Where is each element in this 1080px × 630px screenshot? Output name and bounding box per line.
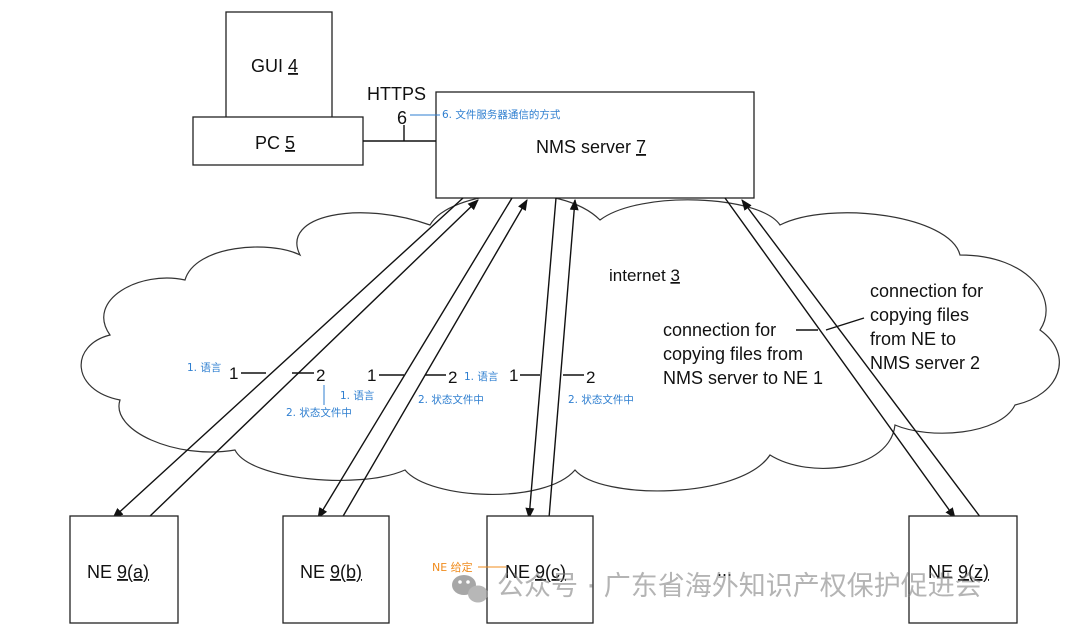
svg-text:copying files: copying files [870, 305, 969, 325]
note-status-c: 2. 状态文件中 [568, 393, 634, 406]
mark-2-c: 2 [586, 368, 595, 387]
note-lang-a: 1. 语言 [187, 361, 221, 374]
ne-ellipsis: ... [717, 560, 732, 580]
svg-text:connection for: connection for [663, 320, 776, 340]
connection-to-nms-leader [825, 317, 865, 331]
wechat-icon [452, 575, 488, 603]
internet-label: internet 3 [609, 266, 680, 285]
arrow-nms-to-ne-b [317, 197, 513, 519]
svg-text:NMS server to NE 1: NMS server to NE 1 [663, 368, 823, 388]
https-label: HTTPS [367, 84, 426, 104]
note-status-a: 2. 状态文件中 [286, 406, 352, 419]
arrow-ne-b-to-nms [341, 199, 528, 519]
ne-box-z [908, 515, 1018, 624]
svg-text:from NE to: from NE to [870, 329, 956, 349]
mark-1-a: 1 [229, 364, 238, 383]
arrow-ne-c-to-nms [548, 198, 579, 519]
svg-text:NMS server 2: NMS server 2 [870, 353, 980, 373]
gui-box [225, 11, 333, 119]
wechat-watermark: 公众号 · 广东省海外知识产权保护促进会 [452, 571, 982, 603]
arrow-nms-to-ne-z [724, 197, 956, 519]
arrow-ne-z-to-nms [741, 199, 982, 519]
pc-label: PC 5 [255, 133, 295, 153]
nms-server-label: NMS server 7 [536, 137, 646, 157]
https-number: 6 [397, 108, 407, 128]
mark-2-a: 2 [316, 366, 325, 385]
ne-box-c [486, 515, 594, 624]
connection-to-ne-label: connection for copying files from NMS se… [663, 320, 823, 388]
arrow-nms-to-ne-c [525, 197, 557, 520]
ne-label-c: NE 9(c) [505, 562, 566, 582]
ne-label-a: NE 9(a) [87, 562, 149, 582]
svg-text:connection for: connection for [870, 281, 983, 301]
note-lang-c: 1. 语言 [464, 370, 498, 383]
mark-2-b: 2 [448, 368, 457, 387]
note-lang-b: 1. 语言 [340, 389, 374, 402]
mark-1-b: 1 [367, 366, 376, 385]
pc-box [192, 116, 364, 166]
ne-box-a [69, 515, 179, 624]
note-status-b: 2. 状态文件中 [418, 393, 484, 406]
ne-label-b: NE 9(b) [300, 562, 362, 582]
watermark-text: 公众号 · 广东省海外知识产权保护促进会 [497, 571, 982, 602]
gui-label: GUI 4 [251, 56, 298, 76]
ne-given-note: NE 给定 [432, 560, 473, 574]
internet-cloud [80, 193, 1060, 495]
nms-server-box [435, 91, 755, 199]
arrow-ne-a-to-nms [147, 199, 479, 519]
arrow-nms-to-ne-a [112, 197, 464, 519]
connection-to-nms-label: connection for copying files from NE to … [870, 281, 983, 373]
mark-1-c: 1 [509, 366, 518, 385]
ne-box-b [282, 515, 390, 624]
ne-label-z: NE 9(z) [928, 562, 989, 582]
https-note: 6. 文件服务器通信的方式 [442, 108, 561, 121]
svg-text:copying files from: copying files from [663, 344, 803, 364]
